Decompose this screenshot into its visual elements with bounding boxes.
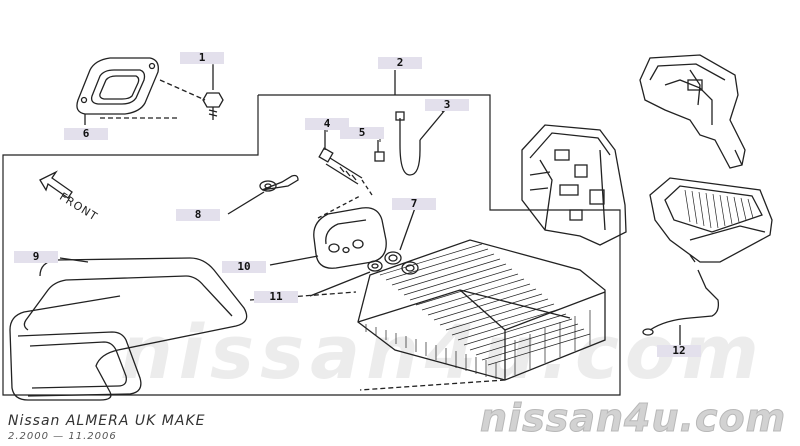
callout-11: 11 (254, 291, 298, 303)
part-1-screw (202, 65, 224, 120)
part-11-o-ring (309, 260, 383, 297)
production-date-range: 2.2000 — 11.2006 (8, 431, 117, 442)
model-title: Nissan ALMERA UK MAKE (8, 413, 206, 429)
callout-2: 2 (378, 57, 422, 69)
callout-5: 5 (340, 127, 384, 139)
part-10-valve-block (269, 195, 387, 269)
part-9-foam-sleeve (9, 257, 357, 401)
callout-10: 10 (222, 261, 266, 273)
callout-1: 1 (180, 52, 224, 64)
cooling-unit (649, 177, 773, 263)
assembly-outline (2, 70, 621, 396)
heater-housing (521, 124, 627, 246)
callout-6: 6 (64, 128, 108, 140)
part-5-clip (374, 140, 385, 162)
callout-7: 7 (392, 198, 436, 210)
evaporator-core (357, 239, 606, 391)
part-6-seal-plate (76, 57, 206, 125)
upper-duct (639, 54, 746, 169)
callout-9: 9 (14, 251, 58, 263)
part-8-pipe-clamp (227, 174, 299, 215)
callout-leaders (212, 62, 446, 142)
part-7-o-ring (384, 207, 419, 275)
part-12-sensor-wire (642, 269, 720, 345)
front-arrow-icon (39, 170, 73, 199)
callout-12: 12 (657, 345, 701, 357)
part-3-wire-clip (395, 109, 446, 176)
callout-3: 3 (425, 99, 469, 111)
brand-logo-text: nissan4u.com (479, 396, 787, 441)
callout-4: 4 (305, 118, 349, 130)
part-4-bolt (318, 130, 373, 196)
callout-8: 8 (176, 209, 220, 221)
